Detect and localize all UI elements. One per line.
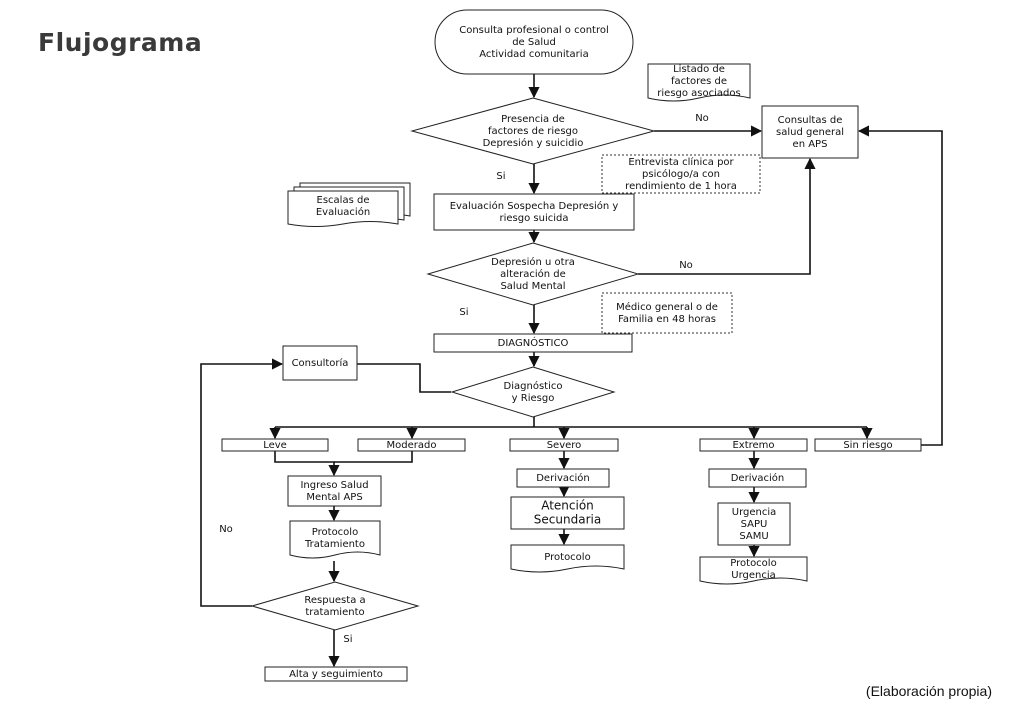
node-label: Mental APS [306,492,362,503]
node-label: Alta y seguimiento [289,669,383,680]
edge-depresion-consultas [638,157,816,275]
node-label: Derivación [536,472,590,484]
node-severo: Severo [509,438,619,452]
edge-label-si-presencia: Si [496,171,505,182]
node-label: Consulta profesional o control [459,25,609,36]
edge-label-si-respuesta: Si [343,634,352,645]
node-label: de Salud [512,37,556,48]
node-label: Protocolo [730,558,776,569]
node-label: factores de [671,76,727,87]
node-label: tratamiento [305,607,364,618]
node-label: Actividad comunitaria [479,49,588,60]
node-label: SAMU [739,531,768,542]
node-derivacion-sev: Derivación [516,468,610,488]
node-label: Depresión u otra [491,256,575,268]
node-label: y Riesgo [512,393,555,404]
node-derivacion-ext: Derivación [708,468,807,488]
node-label: Familia en 48 horas [618,314,716,325]
node-label: Leve [263,440,287,451]
node-label: Médico general o de [616,301,718,313]
node-label: en APS [793,139,828,150]
node-leve: Leve [221,438,329,452]
node-label: Tratamiento [304,539,365,550]
node-label: Protocolo [544,552,590,563]
edge-sinriesgo-consultas [857,125,943,446]
node-label: Listado de [673,64,725,75]
node-label: Urgencia [732,507,777,518]
source-credit: (Elaboración propia) [865,683,992,699]
node-label: Secundaria [534,513,601,527]
node-label: Depresión y suicidio [483,137,584,149]
edge-moderado-ingreso [334,451,413,463]
node-label: Consultas de [778,115,843,126]
node-label: Evaluación Sospecha Depresión y [450,200,619,212]
node-label: Respuesta a [304,595,365,606]
node-label: Escalas de [317,195,370,206]
node-diagnostico: DIAGNÓSTICO [433,333,633,353]
node-protocolo: Protocolo [510,544,625,573]
node-alta: Alta y seguimiento [264,666,408,682]
edge-consultoria-diagriesgo [357,363,451,393]
node-label: Moderado [387,440,437,451]
node-label: alteración de [500,268,566,280]
node-label: Entrevista clínica por [628,156,734,168]
node-label: Presencia de [501,114,565,125]
node-label: SAPU [741,519,768,530]
node-label: Consultoría [292,357,349,369]
node-label: rendimiento de 1 hora [625,181,737,192]
node-label: Extremo [732,440,774,451]
node-label: Derivación [731,472,785,484]
node-label: Urgencia [731,570,776,581]
node-label: factores de riesgo [488,126,578,137]
node-extremo: Extremo [699,438,808,452]
edge-respuesta-consultoria [200,358,284,607]
node-label: Severo [547,440,582,451]
node-consultoria: Consultoría [282,345,358,381]
edge-label-si-depresion: Si [459,307,468,318]
node-moderado: Moderado [357,438,466,452]
node-label: Atención [541,498,594,512]
node-label: riesgo asociados [657,88,740,99]
node-label: salud general [776,127,844,138]
edge-label-no-presencia: No [695,113,709,124]
node-label: Ingreso Salud [300,480,368,491]
node-sin-riesgo: Sin riesgo [814,438,922,452]
node-label: Salud Mental [500,281,565,292]
node-label: DIAGNÓSTICO [498,336,569,349]
node-label: Sin riesgo [843,440,892,451]
node-label: Evaluación [316,206,370,218]
edge-label-no-respuesta: No [219,524,233,535]
node-label: psicólogo/a con [642,168,720,180]
page-title: Flujograma [38,28,203,57]
node-label: riesgo suicida [500,213,569,224]
edge-label-no-depresion: No [679,260,693,271]
edge-leve-ingreso [274,451,340,477]
node-label: Diagnóstico [504,380,563,392]
node-label: Protocolo [312,527,358,538]
